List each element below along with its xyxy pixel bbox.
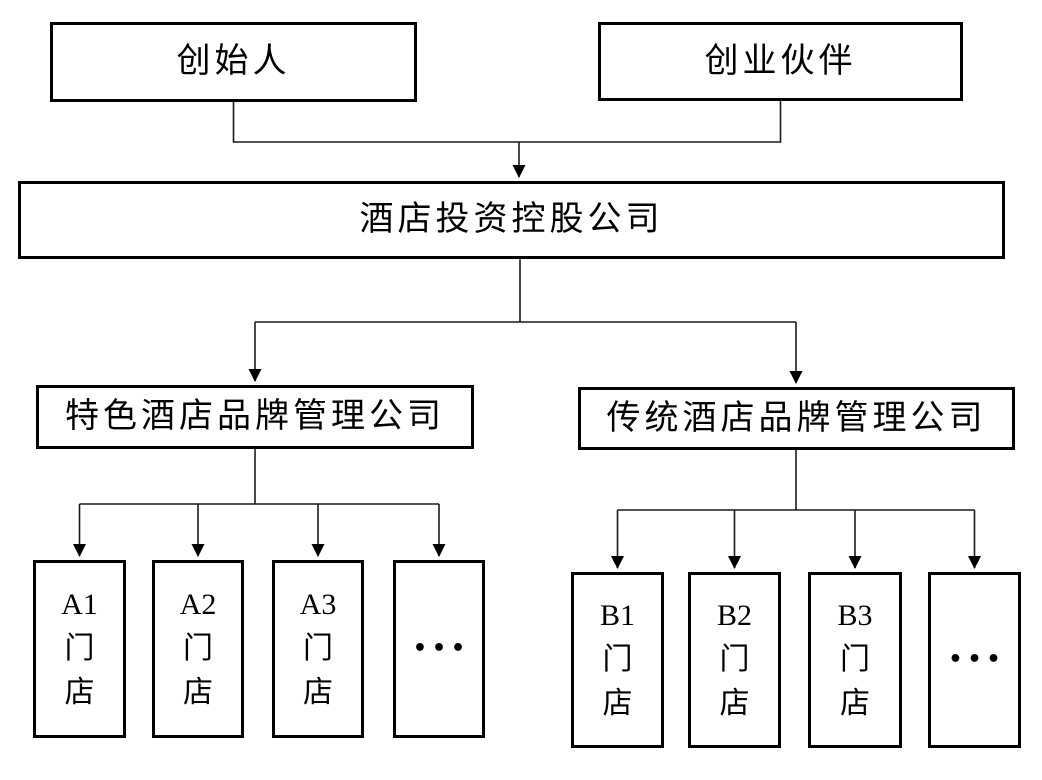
connector-founder-to-junction [232, 102, 519, 143]
store-b1-line2: 门 [602, 643, 633, 676]
store-b3-line1: B3 [837, 599, 873, 632]
store-b2-line1: B2 [716, 599, 752, 632]
node-brand-special-label: 特色酒店品牌管理公司 [65, 398, 445, 436]
store-a1-line2: 门 [64, 632, 95, 665]
connector-partner-to-junction [519, 101, 782, 143]
store-b-more-ellipsis: ••• [948, 647, 1006, 672]
store-b3-line3: 店 [840, 687, 870, 720]
store-b2-line2: 门 [719, 643, 750, 676]
store-a3-line3: 店 [303, 676, 333, 709]
store-b3-line2: 门 [840, 643, 870, 676]
node-store-a1: A1 门 店 [33, 560, 126, 738]
node-store-b2: B2 门 店 [688, 572, 781, 748]
node-store-b3: B3 门 店 [808, 572, 902, 748]
store-b2-line3: 店 [719, 687, 750, 720]
store-a1-line1: A1 [61, 588, 98, 621]
node-store-a-more: ••• [393, 560, 485, 738]
node-brand-special: 特色酒店品牌管理公司 [36, 385, 474, 449]
node-partner-label: 创业伙伴 [704, 42, 857, 80]
node-store-b-more: ••• [928, 572, 1021, 748]
node-store-a2: A2 门 店 [152, 560, 244, 738]
store-a2-line2: 门 [183, 632, 213, 665]
store-a3-line1: A3 [299, 588, 337, 621]
node-store-b1: B1 门 店 [571, 572, 664, 748]
node-brand-traditional: 传统酒店品牌管理公司 [578, 387, 1015, 450]
store-b1-line1: B1 [599, 599, 635, 632]
node-brand-traditional-label: 传统酒店品牌管理公司 [606, 399, 987, 437]
node-holding-company-label: 酒店投资控股公司 [359, 201, 664, 239]
store-a2-line1: A2 [179, 588, 217, 621]
store-b1-line3: 店 [602, 687, 633, 720]
store-a3-line2: 门 [303, 632, 333, 665]
store-a-more-ellipsis: ••• [412, 636, 471, 661]
node-store-a3: A3 门 店 [272, 560, 364, 738]
node-holding-company: 酒店投资控股公司 [18, 181, 1005, 259]
node-founder-label: 创始人 [176, 43, 291, 81]
node-founder: 创始人 [50, 22, 417, 102]
store-a1-line3: 店 [64, 676, 95, 709]
node-partner: 创业伙伴 [598, 22, 963, 101]
store-a2-line3: 店 [183, 676, 213, 709]
